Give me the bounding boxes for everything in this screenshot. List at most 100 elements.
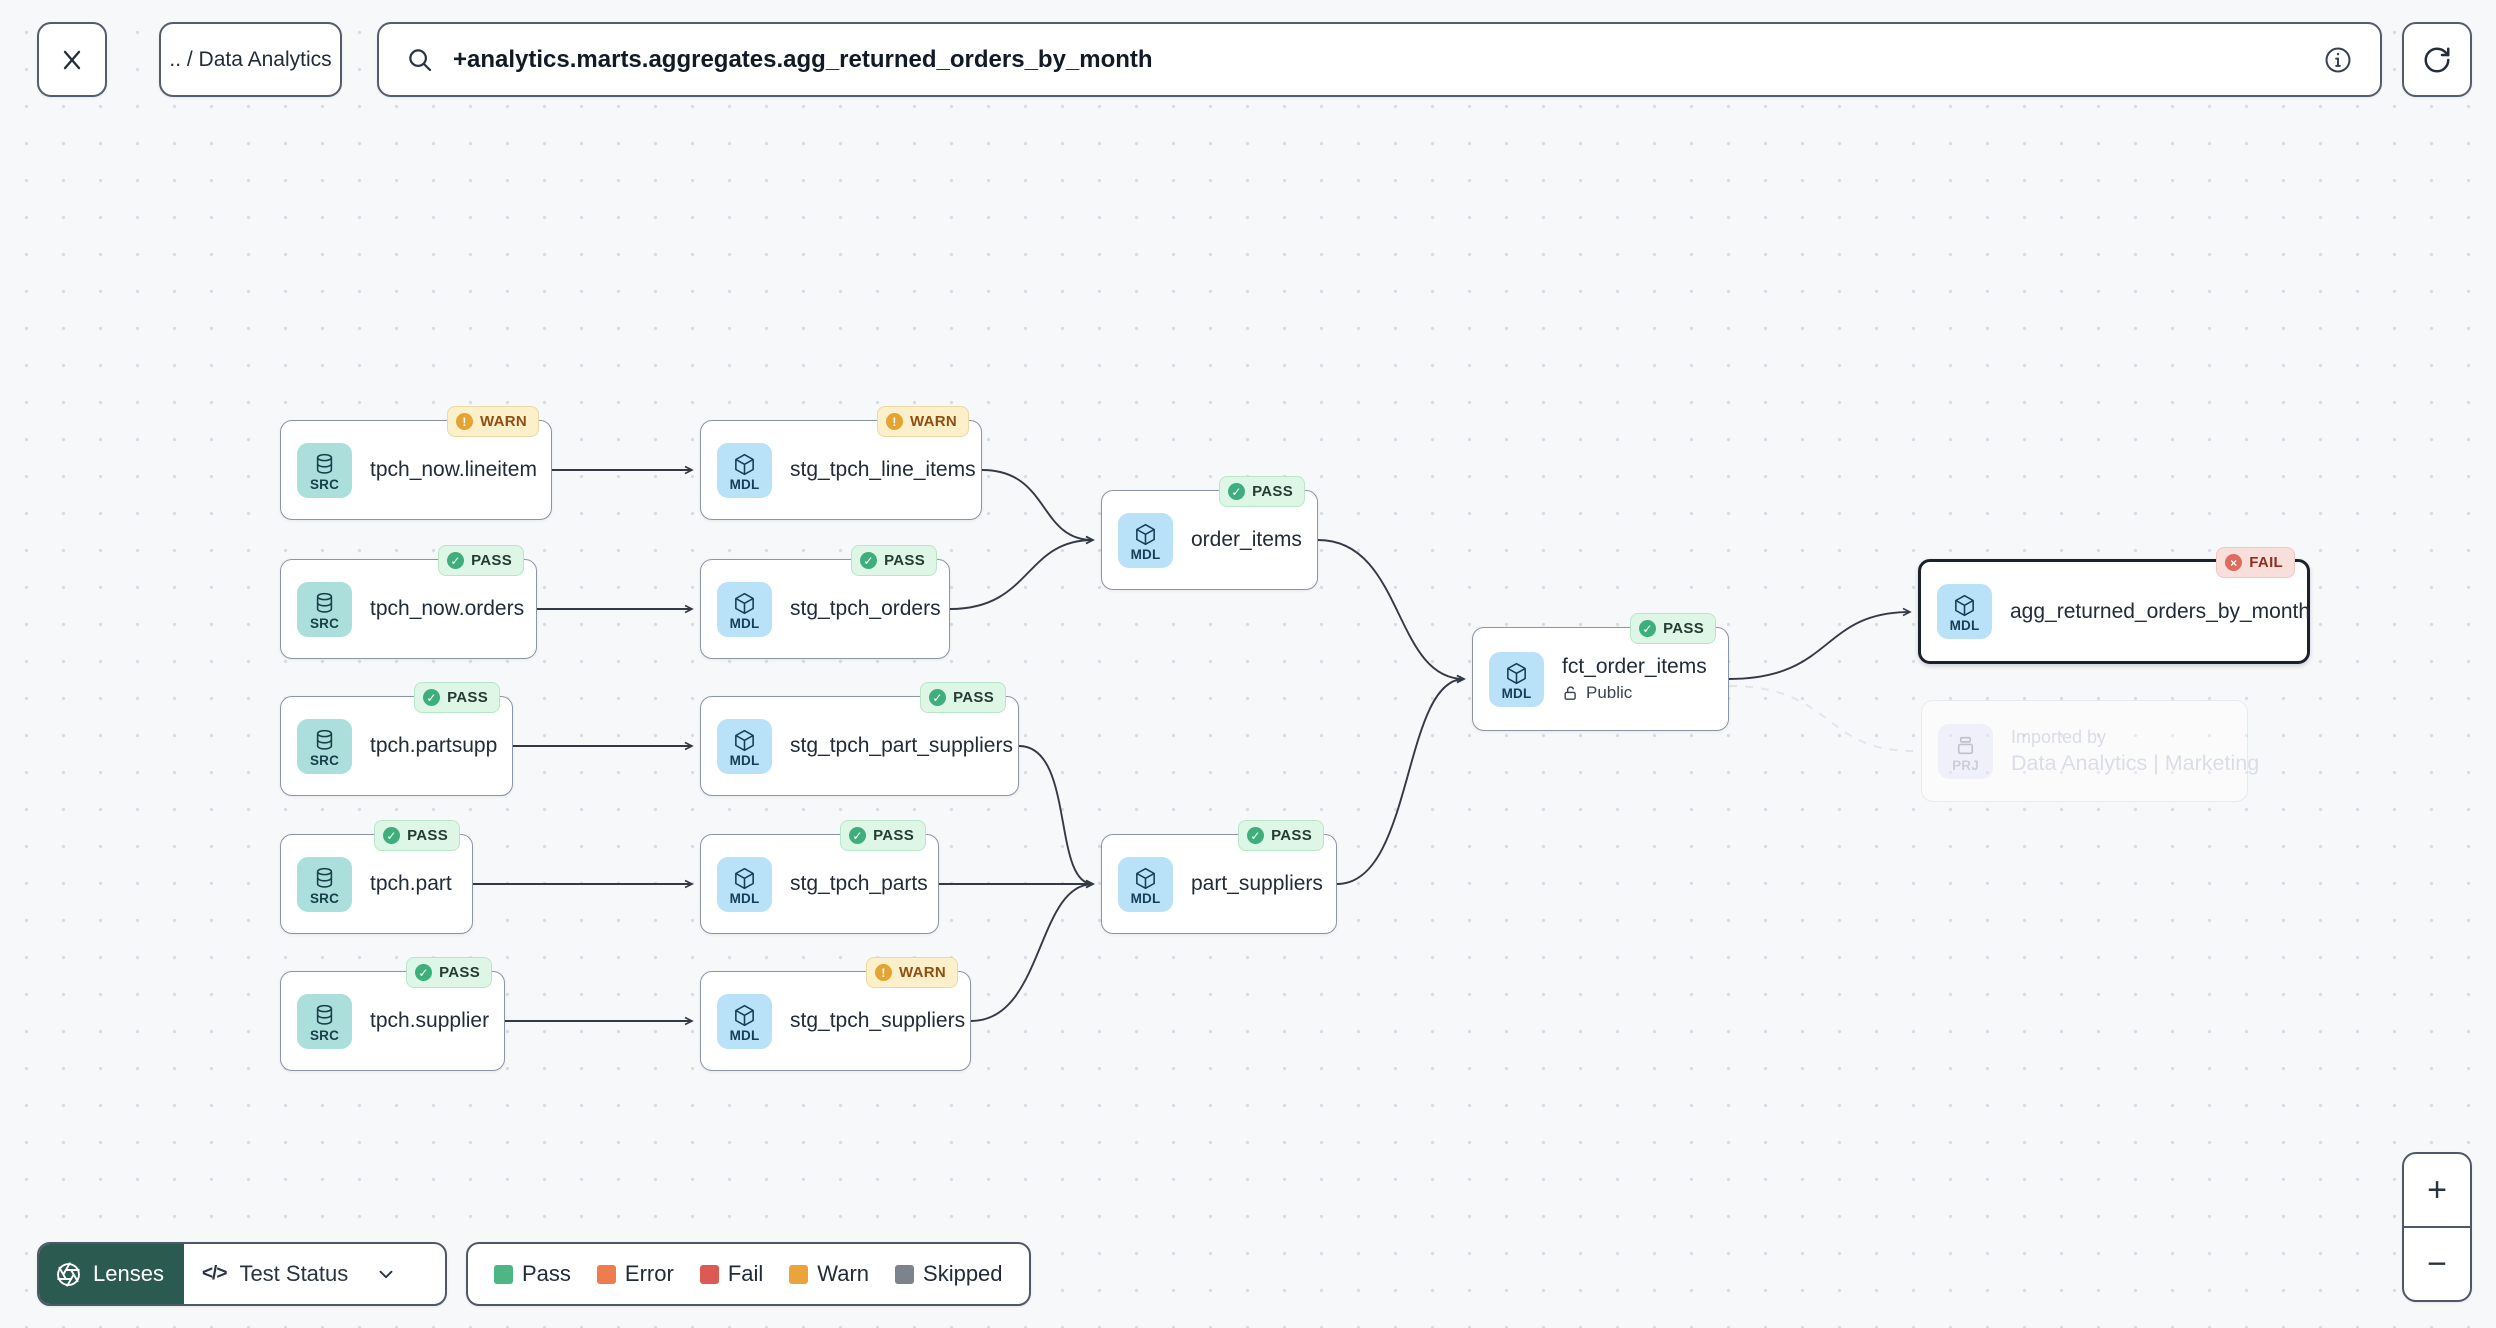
close-icon [58, 46, 86, 74]
status-badge: ✓ PASS [840, 820, 926, 851]
legend-item-pass: Pass [494, 1261, 571, 1287]
lenses-label: Lenses [93, 1261, 164, 1286]
node-stg_tpch_parts[interactable]: ✓ PASS MDL stg_tpch_parts [700, 820, 939, 934]
imported-by-project: Data Analytics | Marketing [2011, 750, 2260, 775]
node-stg_tpch_orders[interactable]: ✓ PASS MDL stg_tpch_orders [700, 545, 950, 659]
legend-item-warn: Warn [789, 1261, 869, 1287]
model-type-icon: MDL [1489, 651, 1544, 707]
legend-swatch-pass [494, 1264, 513, 1284]
lens-selector[interactable]: </> Test Status [184, 1244, 445, 1304]
node-part_suppliers[interactable]: ✓ PASS MDL part_suppliers [1101, 820, 1337, 934]
status-badge: ! WARN [865, 957, 958, 988]
status-badge: ✓ PASS [1630, 613, 1716, 644]
check-icon: ✓ [1639, 620, 1657, 637]
node-tpch-part[interactable]: ✓ PASS SRC tpch.part [280, 820, 473, 934]
node-stg_tpch_suppliers[interactable]: ! WARN MDL stg_tpch_suppliers [700, 957, 971, 1071]
source-type-icon: SRC [297, 856, 352, 912]
lens-control: Lenses </> Test Status [37, 1242, 447, 1306]
aperture-icon [55, 1261, 82, 1288]
cube-icon [1136, 867, 1155, 889]
cube-icon [735, 453, 754, 475]
access-label: Public [1586, 683, 1633, 702]
database-icon [316, 867, 333, 888]
node-label: agg_returned_orders_by_month [2010, 599, 2311, 623]
node-tpch_now-lineitem[interactable]: ! WARN SRC tpch_now.lineitem [280, 406, 552, 520]
search-input[interactable] [453, 45, 2304, 74]
edge-partsuppliers-fct [1336, 674, 1466, 885]
status-badge: ✓ PASS [1238, 820, 1324, 851]
source-type-icon: SRC [297, 581, 352, 637]
node-label: tpch_now.lineitem [370, 458, 537, 481]
source-type-icon: SRC [297, 442, 352, 498]
model-type-icon: MDL [717, 856, 772, 912]
close-button[interactable] [37, 22, 107, 97]
node-tpch-supplier[interactable]: ✓ PASS SRC tpch.supplier [280, 957, 505, 1071]
chevron-down-icon [375, 1263, 397, 1285]
lenses-button[interactable]: Lenses [39, 1244, 184, 1304]
model-type-icon: MDL [717, 993, 772, 1049]
info-icon[interactable] [2322, 44, 2354, 76]
node-imported-by-project[interactable]: PRJ Imported by Data Analytics | Marketi… [1921, 700, 2259, 802]
status-badge: ✓ PASS [414, 682, 500, 713]
model-type-icon: MDL [1118, 512, 1173, 568]
legend-item-fail: Fail [699, 1261, 763, 1287]
node-order_items[interactable]: ✓ PASS MDL order_items [1101, 476, 1318, 590]
search-bar [377, 22, 2382, 97]
legend-swatch-error [596, 1264, 616, 1284]
status-badge: ✓ PASS [851, 545, 937, 576]
legend-swatch-warn [789, 1264, 809, 1284]
zoom-out-button[interactable]: − [2404, 1228, 2470, 1300]
edge-stgsuppliers-partsuppliers [970, 879, 1095, 1022]
node-stg_tpch_line_items[interactable]: ! WARN MDL stg_tpch_line_items [700, 406, 982, 520]
breadcrumb[interactable]: .. / Data Analytics [159, 22, 342, 97]
node-label: tpch.supplier [370, 1009, 490, 1032]
node-tpch-partsupp[interactable]: ✓ PASS SRC tpch.partsupp [280, 682, 513, 796]
node-fct_order_items[interactable]: ✓ PASS MDL fct_order_items Public [1472, 613, 1729, 731]
canvas-zoom-controls: + − [2402, 1152, 2472, 1302]
test-status-legend: Pass Error Fail Warn Skipped [466, 1242, 1031, 1306]
node-label: tpch.partsupp [370, 734, 498, 757]
plus-icon: + [2427, 1170, 2447, 1209]
database-icon [316, 729, 333, 750]
status-badge: ✓ PASS [406, 957, 492, 988]
refresh-button[interactable] [2402, 22, 2472, 97]
check-icon: ✓ [447, 552, 465, 569]
refresh-icon [2422, 45, 2452, 75]
edge-stgpartsup-partsuppliers [1018, 745, 1095, 889]
check-icon: ✓ [1228, 483, 1246, 500]
code-icon: </> [201, 1263, 228, 1284]
legend-item-error: Error [596, 1261, 674, 1287]
edge-fct-imported-ghost [1728, 685, 1914, 752]
node-label: tpch.part [370, 872, 452, 895]
edge-fct-agg [1728, 607, 1912, 680]
source-type-icon: SRC [297, 993, 352, 1049]
node-stg_tpch_part_suppliers[interactable]: ✓ PASS MDL stg_tpch_part_suppliers [700, 682, 1019, 796]
database-icon [316, 1004, 333, 1025]
check-icon: ✓ [849, 827, 867, 844]
node-agg_returned_orders_by_month[interactable]: × FAIL MDL agg_returned_orders_by_month [1918, 547, 2311, 664]
node-label: stg_tpch_suppliers [790, 1009, 966, 1032]
cube-icon [1507, 662, 1526, 684]
source-type-icon: SRC [297, 718, 352, 774]
zoom-in-button[interactable]: + [2404, 1154, 2470, 1228]
cube-icon [735, 729, 754, 751]
edge-stgorders-orderitems [949, 535, 1095, 610]
model-type-icon: MDL [717, 442, 772, 498]
imported-by-label: Imported by [2011, 726, 2107, 747]
node-label: stg_tpch_line_items [790, 458, 976, 481]
warn-icon: ! [874, 964, 892, 981]
lens-selected-label: Test Status [239, 1261, 349, 1286]
model-type-icon: MDL [1118, 856, 1173, 912]
status-badge: ! WARN [876, 406, 969, 437]
check-icon: ✓ [1247, 827, 1265, 844]
node-label: fct_order_items [1562, 655, 1707, 678]
legend-swatch-fail [699, 1264, 719, 1284]
node-label: stg_tpch_parts [790, 872, 928, 895]
node-tpch_now-orders[interactable]: ✓ PASS SRC tpch_now.orders [280, 545, 537, 659]
breadcrumb-label: .. / Data Analytics [169, 47, 332, 71]
legend-item-skipped: Skipped [895, 1261, 1003, 1287]
database-icon [316, 453, 333, 474]
database-icon [316, 592, 333, 613]
node-label: order_items [1191, 528, 1302, 551]
